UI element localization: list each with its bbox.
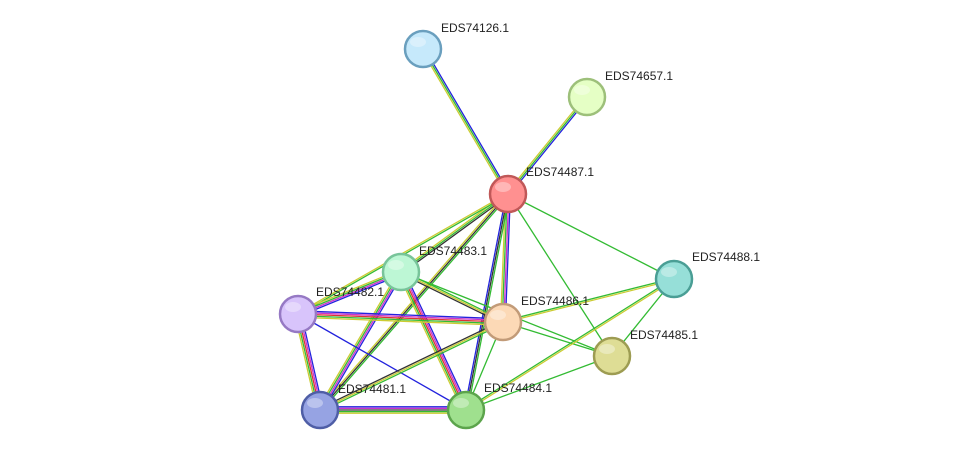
edges-layer xyxy=(294,47,675,414)
edge-EDS74484.1-EDS74488.1 xyxy=(465,277,675,412)
node-label: EDS74484.1 xyxy=(484,381,552,395)
edge-EDS74487.1-EDS74488.1 xyxy=(507,193,675,280)
node-circle[interactable] xyxy=(300,390,340,430)
edge-EDS74484.1-EDS74485.1 xyxy=(465,355,613,411)
node-circle[interactable] xyxy=(654,259,694,299)
node-label: EDS74487.1 xyxy=(526,165,594,179)
edge-line xyxy=(319,321,504,411)
edge-EDS74126.1-EDS74487.1 xyxy=(421,47,510,196)
edge-line xyxy=(501,193,508,322)
node-label: EDS74482.1 xyxy=(316,285,384,299)
node-circle[interactable] xyxy=(381,252,421,292)
node-label: EDS74481.1 xyxy=(338,382,406,396)
edge-line xyxy=(499,193,507,322)
edge-EDS74482.1-EDS74486.1 xyxy=(297,310,504,326)
edge-line xyxy=(298,311,504,322)
node-highlight xyxy=(495,182,511,192)
node-EDS74482.1[interactable]: EDS74482.1 xyxy=(278,285,384,334)
node-highlight xyxy=(453,398,469,408)
edge-line xyxy=(422,48,509,195)
edge-line xyxy=(320,272,403,411)
edge-line xyxy=(403,270,470,409)
node-EDS74484.1[interactable]: EDS74484.1 xyxy=(446,381,552,430)
node-circle[interactable] xyxy=(278,294,318,334)
node-circle[interactable] xyxy=(567,77,607,117)
edge-EDS74486.1-EDS74488.1 xyxy=(502,277,675,324)
edge-line xyxy=(466,194,511,411)
node-EDS74481.1[interactable]: EDS74481.1 xyxy=(300,382,406,430)
node-circle[interactable] xyxy=(483,302,523,342)
node-EDS74488.1[interactable]: EDS74488.1 xyxy=(654,250,760,299)
edge-line xyxy=(507,193,613,357)
node-highlight xyxy=(285,302,301,312)
node-highlight xyxy=(599,344,615,354)
edge-line xyxy=(465,355,613,411)
node-EDS74487.1[interactable]: EDS74487.1 xyxy=(488,165,594,214)
edge-EDS74481.1-EDS74484.1 xyxy=(320,406,466,414)
edge-line xyxy=(401,271,469,410)
edge-EDS74486.1-EDS74481.1 xyxy=(319,319,504,413)
edge-EDS74483.1-EDS74481.1 xyxy=(317,270,404,412)
edge-line xyxy=(318,271,401,410)
edge-EDS74487.1-EDS74486.1 xyxy=(499,193,512,323)
edge-line xyxy=(503,279,675,324)
edge-line xyxy=(466,279,675,412)
node-label: EDS74126.1 xyxy=(441,21,509,35)
node-label: EDS74486.1 xyxy=(521,294,589,308)
edge-line xyxy=(507,193,675,280)
node-label: EDS74657.1 xyxy=(605,69,673,83)
edge-line xyxy=(297,313,467,411)
node-highlight xyxy=(388,260,404,270)
node-highlight xyxy=(661,267,677,277)
node-circle[interactable] xyxy=(446,390,486,430)
edge-line xyxy=(465,193,509,411)
edge-line xyxy=(400,271,467,411)
edge-EDS74482.1-EDS74484.1 xyxy=(297,313,467,411)
edge-line xyxy=(297,314,503,325)
edge-line xyxy=(400,193,509,273)
node-highlight xyxy=(410,37,426,47)
edge-line xyxy=(398,272,466,411)
edge-line xyxy=(297,313,504,323)
edge-line xyxy=(298,310,504,320)
node-highlight xyxy=(574,85,590,95)
edge-line xyxy=(504,194,512,323)
node-EDS74486.1[interactable]: EDS74486.1 xyxy=(483,294,589,342)
node-label: EDS74485.1 xyxy=(630,328,698,342)
edge-EDS74483.1-EDS74484.1 xyxy=(397,270,470,412)
edge-line xyxy=(317,270,400,410)
edge-line xyxy=(297,316,503,326)
edge-line xyxy=(319,319,503,410)
edge-line xyxy=(508,97,589,196)
edge-line xyxy=(401,194,510,274)
node-circle[interactable] xyxy=(403,29,443,69)
node-label: EDS74483.1 xyxy=(419,244,487,258)
edge-line xyxy=(506,95,587,194)
node-circle[interactable] xyxy=(488,174,528,214)
edge-line xyxy=(321,272,404,412)
edge-line xyxy=(463,193,508,410)
edge-line xyxy=(423,47,510,194)
node-highlight xyxy=(307,398,323,408)
node-EDS74126.1[interactable]: EDS74126.1 xyxy=(403,21,509,69)
edge-line xyxy=(465,277,674,410)
edge-EDS74487.1-EDS74485.1 xyxy=(507,193,613,357)
node-EDS74657.1[interactable]: EDS74657.1 xyxy=(567,69,673,117)
edge-line xyxy=(397,273,464,412)
node-circle[interactable] xyxy=(592,336,632,376)
edge-line xyxy=(320,322,504,413)
node-EDS74483.1[interactable]: EDS74483.1 xyxy=(381,244,487,292)
edge-line xyxy=(503,194,510,323)
edge-EDS74657.1-EDS74487.1 xyxy=(506,95,589,196)
node-label: EDS74488.1 xyxy=(692,250,760,264)
edge-line xyxy=(507,96,588,195)
node-highlight xyxy=(490,310,506,320)
nodes-layer: EDS74126.1EDS74657.1EDS74487.1EDS74483.1… xyxy=(278,21,760,430)
edge-EDS74487.1-EDS74484.1 xyxy=(463,193,511,411)
edge-line xyxy=(421,49,508,196)
edge-line xyxy=(502,277,674,322)
node-EDS74485.1[interactable]: EDS74485.1 xyxy=(592,328,698,376)
